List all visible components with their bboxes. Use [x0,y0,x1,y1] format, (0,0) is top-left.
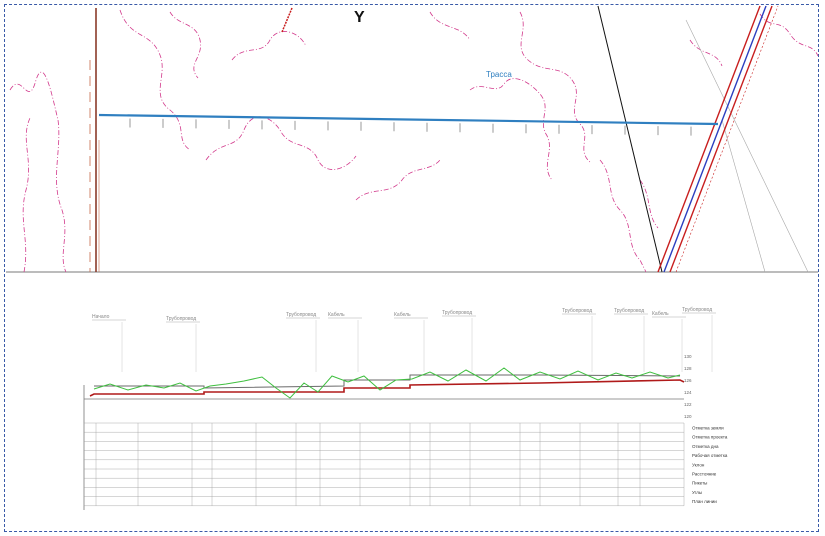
route-label: Трасса [486,70,512,79]
profile-legend-label: Отметка проекта [692,435,728,440]
elevation-scale-label: 120 [684,414,692,419]
profile-callout-label: Кабель [328,312,345,318]
sheet-frame [4,4,819,532]
route-picket-ticks [129,118,692,136]
profile-callout-label: Трубопровод [442,310,472,316]
left-post [89,8,100,272]
elevation-scale-label: 130 [684,354,692,359]
profile-legend-label: Расстояние [692,472,717,477]
elevation-scale-label: 124 [684,390,692,395]
profile-legend-label: Отметка дна [692,444,719,449]
diagonal-line [597,5,663,273]
elevation-scale-label: 122 [684,402,692,407]
construction-lines [685,19,809,273]
profile-callout-label: Трубопровод [286,312,316,318]
profile-callout-label: Начало [92,314,110,320]
route-line [98,113,719,126]
profile-legend-label: Пикеты [692,481,707,486]
profile-table-grid [83,422,685,506]
profile-callout-label: Кабель [652,311,669,317]
north-mark: Y [354,9,365,26]
profile-baseline [83,385,684,510]
ground-line [93,367,681,399]
profile-callout-label: Трубопровод [166,316,196,322]
elevation-scale: 130 128 126 124 122 120 [684,354,692,419]
railway [657,5,779,273]
elevation-scale-label: 126 [684,378,692,383]
contour-lines [9,9,819,273]
elevation-scale-label: 128 [684,366,692,371]
profile-legend-label: Углы [692,490,702,495]
profile-legend-label: Отметка земли [692,426,724,431]
profile-callout-label: Кабель [394,312,411,318]
profile-legend-label: Уклон [692,462,705,467]
profile-callout-label: Трубопровод [562,308,592,314]
profile-legend-label: Рабочая отметка [692,453,728,458]
profile-callout-label: Трубопровод [614,308,644,314]
profile-callout-label: Трубопровод [682,307,712,313]
top-marker [281,7,293,33]
profile-legend-label: План линии [692,499,717,504]
design-line [89,379,685,397]
